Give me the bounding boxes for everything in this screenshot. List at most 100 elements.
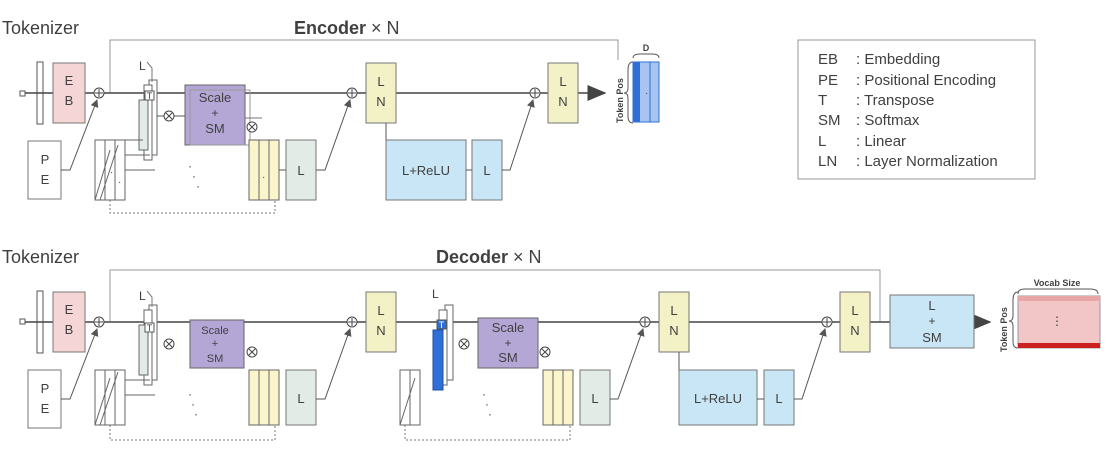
svg-text:·: · (482, 387, 486, 401)
svg-text:L: L (432, 287, 439, 301)
svg-text:B: B (65, 93, 74, 108)
svg-text:+: + (504, 336, 511, 350)
decoder-linear-out-box (285, 369, 317, 426)
encoder-linear-label: L (139, 59, 146, 73)
svg-text:·: · (262, 172, 265, 183)
legend-desc-4: : Linear (856, 133, 906, 150)
svg-text:N: N (376, 323, 385, 338)
svg-text:L: L (559, 74, 566, 89)
svg-text:L: L (851, 303, 858, 318)
svg-text:L: L (928, 298, 935, 313)
decoder-ff2-box (763, 369, 795, 426)
svg-text:T: T (439, 320, 445, 330)
encoder-positional-encoding-box (27, 140, 62, 200)
encoder-scale-softmax-box (184, 84, 246, 146)
encoder-title-multiplier: × N (366, 18, 400, 38)
decoder-transpose-label: T (147, 323, 153, 333)
svg-text:SM: SM (922, 330, 942, 345)
encoder-tokenizer-label: Tokenizer (2, 18, 79, 38)
svg-text:+: + (211, 106, 218, 120)
svg-text:L+ReLU: L+ReLU (694, 391, 742, 406)
encoder-title: Encoder (294, 18, 366, 38)
legend-abbr-5: LN (818, 153, 837, 170)
legend-desc-2: : Transpose (856, 92, 934, 109)
svg-text:N: N (558, 94, 567, 109)
svg-text:L: L (483, 163, 490, 178)
encoder-block: Tokenizer Encoder × N E B P E · · L (2, 18, 660, 214)
decoder-cross-scale-softmax-box (477, 317, 539, 369)
svg-text:Encoder × N: Encoder × N (294, 18, 400, 38)
svg-text:Scale: Scale (199, 90, 232, 105)
encoder-ln2-box (547, 62, 579, 124)
svg-text:P: P (41, 152, 50, 167)
svg-text:L: L (591, 391, 598, 406)
decoder-ln2-box (658, 291, 690, 353)
decoder-ln3-box (839, 291, 871, 353)
legend-abbr-4: L (818, 133, 826, 150)
decoder-positional-encoding-box (27, 369, 62, 429)
svg-text:E: E (65, 73, 74, 88)
svg-text:·: · (192, 169, 196, 183)
legend-desc-5: : Layer Normalization (856, 153, 998, 170)
decoder-title: Decoder (436, 247, 508, 267)
svg-text:L: L (377, 74, 384, 89)
svg-text:·: · (196, 179, 200, 193)
svg-text:·: · (194, 407, 198, 421)
svg-text:L: L (775, 391, 782, 406)
decoder-linear-label: L (139, 289, 146, 303)
legend-abbr-2: T (818, 92, 827, 109)
legend-desc-1: : Positional Encoding (856, 72, 996, 89)
svg-text:Decoder × N: Decoder × N (436, 247, 542, 267)
svg-text:L: L (297, 163, 304, 178)
svg-text:N: N (850, 323, 859, 338)
legend-abbr-0: EB (818, 51, 838, 68)
decoder-output-dim-label: Vocab Size (1034, 278, 1081, 288)
decoder-block: Tokenizer Decoder × N E B P E L T S (2, 247, 1101, 441)
svg-text:E: E (65, 302, 74, 317)
svg-text:Scale: Scale (492, 320, 525, 335)
encoder-ff1-box (385, 139, 467, 201)
svg-text:+: + (212, 338, 218, 350)
svg-text:·: · (118, 177, 121, 188)
svg-text:·: · (110, 167, 113, 178)
legend-abbr-3: SM (818, 112, 841, 129)
svg-text:⋮: ⋮ (1051, 314, 1063, 328)
decoder-query-block (432, 329, 444, 391)
decoder-tokenizer-label: Tokenizer (2, 247, 79, 267)
svg-text:·: · (191, 397, 195, 411)
decoder-ff1-box (678, 369, 758, 426)
svg-text:Scale: Scale (201, 325, 229, 337)
encoder-linear-out-box (285, 139, 317, 201)
svg-text:SM: SM (205, 121, 225, 136)
encoder-ln1-box (365, 62, 397, 124)
svg-text:·: · (188, 387, 192, 401)
encoder-output-axis-label: Token Pos (615, 78, 625, 123)
svg-text:SM: SM (498, 350, 518, 365)
encoder-output-dim-label: D (643, 43, 650, 53)
decoder-scale-softmax-box (189, 319, 245, 369)
legend: EB : Embedding PE : Positional Encoding … (797, 39, 1036, 180)
svg-text:·: · (645, 88, 648, 99)
svg-text:L: L (297, 391, 304, 406)
legend-box (797, 39, 1036, 180)
svg-text:P: P (41, 381, 50, 396)
svg-text:E: E (41, 401, 50, 416)
decoder-title-multiplier: × N (508, 247, 542, 267)
decoder-residual-loop (109, 269, 881, 322)
svg-text:·: · (188, 159, 192, 173)
legend-desc-0: : Embedding (856, 51, 940, 68)
decoder-output-head-box (889, 294, 975, 349)
legend-abbr-1: PE (818, 72, 838, 89)
encoder-transpose-label: T (147, 91, 153, 101)
svg-text:+: + (928, 314, 935, 328)
decoder-cross-linear-out-box (579, 369, 611, 426)
decoder-embedding-box (52, 291, 86, 353)
svg-text:·: · (485, 397, 489, 411)
legend-desc-3: : Softmax (856, 112, 920, 129)
encoder-embedding-box (52, 62, 86, 124)
svg-text:B: B (65, 322, 74, 337)
svg-text:SM: SM (207, 353, 224, 365)
svg-text:L: L (670, 303, 677, 318)
svg-text:N: N (376, 94, 385, 109)
